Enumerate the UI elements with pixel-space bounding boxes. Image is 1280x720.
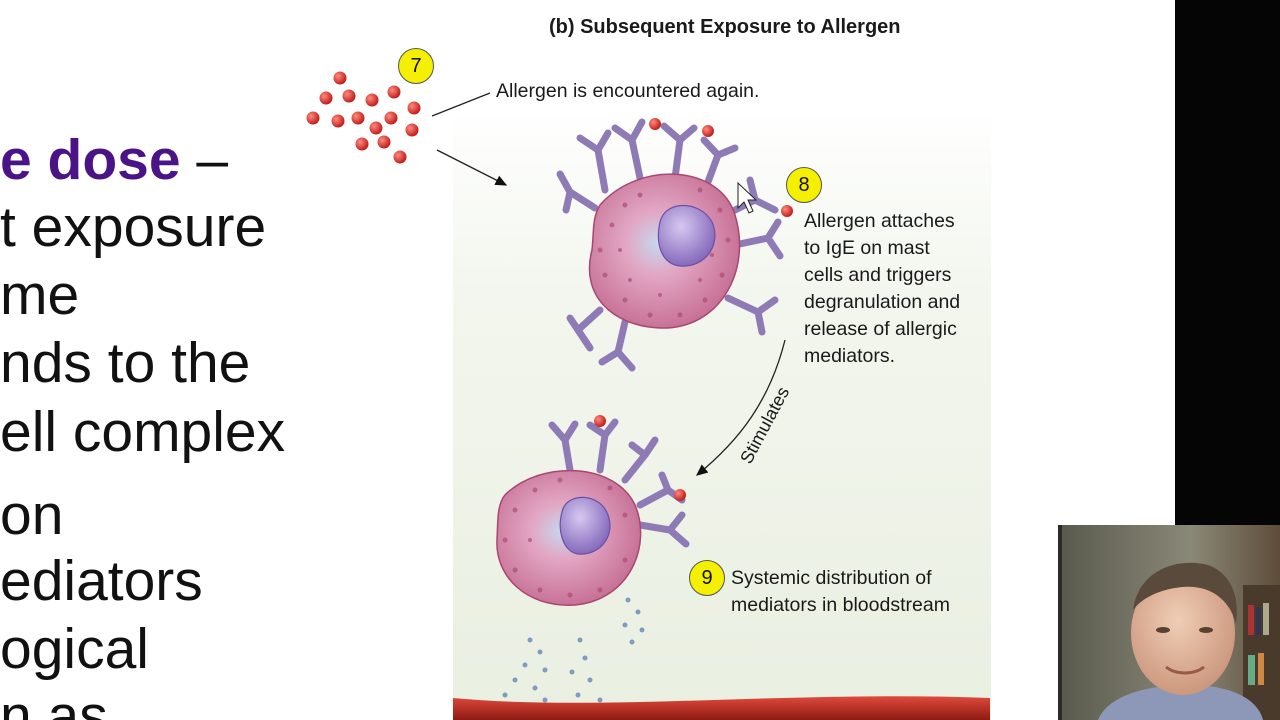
- step-badge-8: 8: [786, 167, 822, 203]
- released-mediators: [502, 597, 645, 708]
- nucleus: [559, 496, 611, 555]
- presenter-video-frame: [1058, 525, 1280, 720]
- stimulates-arrow: [695, 339, 786, 476]
- video-letterbox-bar: [1175, 0, 1280, 525]
- ige-antibodies: [548, 418, 690, 548]
- mouse-pointer-icon: [737, 181, 758, 214]
- slide: e dose – t exposure me nds to the ell co…: [0, 16, 991, 720]
- presenter-webcam: [1058, 525, 1280, 720]
- bullet-line: me: [0, 263, 80, 327]
- step-caption-9: Systemic distribution of mediators in bl…: [731, 567, 950, 616]
- mast-cell-lower: [496, 415, 690, 606]
- bullet-line: t exposure: [0, 195, 267, 259]
- allergen-cluster: [306, 71, 421, 164]
- bullet-heading: e dose –: [0, 132, 228, 189]
- step-caption-7: Allergen is encountered again.: [496, 80, 760, 102]
- bullet-line: ell complex: [0, 400, 286, 464]
- leader-line: [431, 92, 491, 117]
- arrow-to-cell: [436, 149, 508, 186]
- bullet-line: ediators: [0, 549, 203, 613]
- step-caption-8: Allergen attaches to IgE on mast cells a…: [804, 210, 961, 367]
- granules: [502, 477, 628, 598]
- step-badge-7: 7: [398, 48, 434, 84]
- ige-antibodies: [556, 118, 784, 372]
- bullet-line: ogical: [0, 617, 149, 681]
- bullet-line: n as: [0, 684, 108, 720]
- step-badge-9: 9: [689, 560, 725, 596]
- nucleus: [657, 204, 716, 267]
- allergy-diagram: Stimulates: [306, 71, 990, 720]
- bullet-heading-dash: –: [180, 128, 229, 192]
- blood-vessel: [453, 696, 990, 720]
- bullet-heading-term: e dose: [0, 128, 181, 192]
- bullet-line: nds to the: [0, 331, 251, 395]
- figure-title: (b) Subsequent Exposure to Allergen: [549, 16, 901, 38]
- mast-cell-upper: [556, 118, 793, 372]
- granules: [597, 187, 731, 318]
- bullet-line: on: [0, 483, 64, 547]
